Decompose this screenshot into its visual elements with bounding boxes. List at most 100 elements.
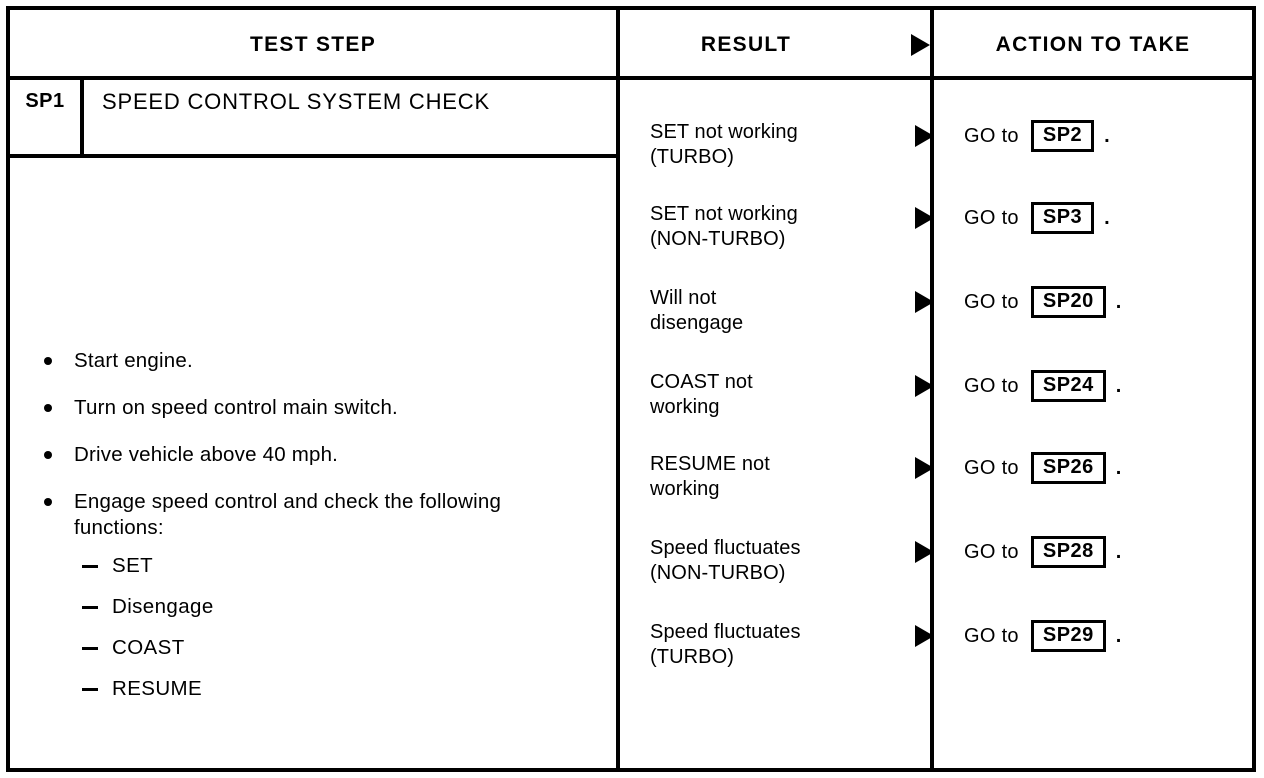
result-line-2: working: [650, 396, 720, 418]
action-entry: GO to SP3 .: [934, 202, 1252, 234]
result-text: SET not working (NON-TURBO): [650, 202, 860, 252]
right-triangle-arrow-icon: [915, 625, 934, 647]
step-code-cell: SP1: [10, 80, 84, 154]
result-text: RESUME not working: [650, 452, 860, 502]
right-triangle-arrow-icon: [915, 541, 934, 563]
result-line-2: (NON-TURBO): [650, 562, 786, 584]
result-line-1: RESUME not: [650, 453, 770, 475]
result-line-1: COAST not: [650, 371, 753, 393]
result-text: SET not working (TURBO): [650, 120, 860, 170]
step-reference-box[interactable]: SP3: [1030, 202, 1095, 234]
header-cell-action-to-take: ACTION TO TAKE: [930, 10, 1252, 80]
result-line-1: Speed fluctuates: [650, 537, 801, 559]
goto-label: GO to: [964, 540, 1019, 563]
period-mark: .: [1115, 374, 1122, 397]
function-text: SET: [112, 554, 154, 577]
action-entry: GO to SP24 .: [934, 370, 1252, 402]
right-triangle-arrow-icon: [911, 34, 930, 56]
step-header-row: SP1 SPEED CONTROL SYSTEM CHECK: [10, 80, 616, 158]
result-text: COAST not working: [650, 370, 860, 420]
function-sublist: SET Disengage COAST: [74, 554, 578, 701]
step-reference-box[interactable]: SP20: [1030, 286, 1106, 318]
action-to-take-column: GO to SP2 . GO to SP3 . GO to SP20 . GO …: [934, 80, 1252, 772]
dash-icon: [82, 606, 98, 609]
goto-label: GO to: [964, 456, 1019, 479]
step-reference-box[interactable]: SP26: [1030, 452, 1106, 484]
result-line-2: working: [650, 478, 720, 500]
step-reference-box[interactable]: SP28: [1030, 536, 1106, 568]
function-text: Disengage: [112, 595, 214, 618]
column-divider-result-action: [930, 80, 934, 772]
action-entry: GO to SP2 .: [934, 120, 1252, 152]
procedure-list: Start engine. Turn on speed control main…: [38, 348, 578, 718]
goto-label: GO to: [964, 624, 1019, 647]
result-column: SET not working (TURBO) SET not working …: [620, 80, 934, 772]
result-line-2: disengage: [650, 312, 744, 334]
action-entry: GO to SP26 .: [934, 452, 1252, 484]
right-triangle-arrow-icon: [915, 125, 934, 147]
goto-label: GO to: [964, 290, 1019, 313]
list-item: Drive vehicle above 40 mph.: [38, 442, 578, 468]
column-divider-test-step-result: [616, 80, 620, 772]
step-body-cell: Start engine. Turn on speed control main…: [10, 158, 616, 772]
list-item: Disengage: [74, 595, 578, 619]
result-line-1: SET not working: [650, 203, 798, 225]
step-title-cell: SPEED CONTROL SYSTEM CHECK: [88, 80, 612, 154]
test-step-column: SP1 SPEED CONTROL SYSTEM CHECK Start eng…: [10, 80, 616, 772]
header-cell-test-step: TEST STEP: [10, 10, 616, 80]
result-line-2: (TURBO): [650, 146, 735, 168]
result-text: Speed fluctuates (TURBO): [650, 620, 860, 670]
period-mark: .: [1115, 456, 1122, 479]
list-item: RESUME: [74, 677, 578, 701]
result-line-1: Will not: [650, 287, 717, 309]
header-label-action-to-take: ACTION TO TAKE: [995, 33, 1191, 56]
result-line-2: (TURBO): [650, 646, 735, 668]
list-item: Engage speed control and check the follo…: [38, 489, 578, 701]
list-item: SET: [74, 554, 578, 578]
header-cell-result: RESULT: [616, 10, 930, 80]
bullet-dot-icon: [44, 404, 52, 412]
procedure-text: Turn on speed control main switch.: [74, 396, 398, 419]
pinpoint-test-table: TEST STEP RESULT ACTION TO TAKE SP1: [6, 6, 1256, 772]
result-text: Speed fluctuates (NON-TURBO): [650, 536, 860, 586]
table-body: SP1 SPEED CONTROL SYSTEM CHECK Start eng…: [10, 80, 1252, 772]
list-item: Turn on speed control main switch.: [38, 395, 578, 421]
list-item: Start engine.: [38, 348, 578, 374]
step-reference-box[interactable]: SP2: [1030, 120, 1095, 152]
period-mark: .: [1104, 124, 1110, 147]
procedure-text: Drive vehicle above 40 mph.: [74, 443, 339, 466]
dash-icon: [82, 565, 98, 568]
header-label-test-step: TEST STEP: [249, 33, 377, 56]
step-code-label: SP1: [25, 90, 65, 112]
action-entry: GO to SP20 .: [934, 286, 1252, 318]
result-line-1: SET not working: [650, 121, 798, 143]
dash-icon: [82, 688, 98, 691]
goto-label: GO to: [964, 124, 1019, 147]
function-text: RESUME: [112, 677, 203, 700]
period-mark: .: [1115, 540, 1122, 563]
header-result-inner: RESULT: [620, 10, 930, 80]
step-title-label: SPEED CONTROL SYSTEM CHECK: [102, 89, 490, 114]
procedure-text: Engage speed control and check the follo…: [74, 490, 502, 539]
table-header-row: TEST STEP RESULT ACTION TO TAKE: [10, 10, 1252, 80]
header-label-result: RESULT: [700, 33, 792, 56]
function-text: COAST: [112, 636, 185, 659]
right-triangle-arrow-icon: [915, 457, 934, 479]
result-text: Will not disengage: [650, 286, 860, 336]
goto-label: GO to: [964, 206, 1019, 229]
right-triangle-arrow-icon: [915, 207, 934, 229]
result-line-1: Speed fluctuates: [650, 621, 801, 643]
action-entry: GO to SP29 .: [934, 620, 1252, 652]
bullet-dot-icon: [44, 498, 52, 506]
step-reference-box[interactable]: SP29: [1030, 620, 1106, 652]
period-mark: .: [1115, 290, 1122, 313]
goto-label: GO to: [964, 374, 1019, 397]
right-triangle-arrow-icon: [915, 375, 934, 397]
step-reference-box[interactable]: SP24: [1030, 370, 1106, 402]
action-entry: GO to SP28 .: [934, 536, 1252, 568]
bullet-dot-icon: [44, 357, 52, 365]
procedure-text: Start engine.: [74, 349, 193, 372]
period-mark: .: [1115, 624, 1122, 647]
bullet-dot-icon: [44, 451, 52, 459]
